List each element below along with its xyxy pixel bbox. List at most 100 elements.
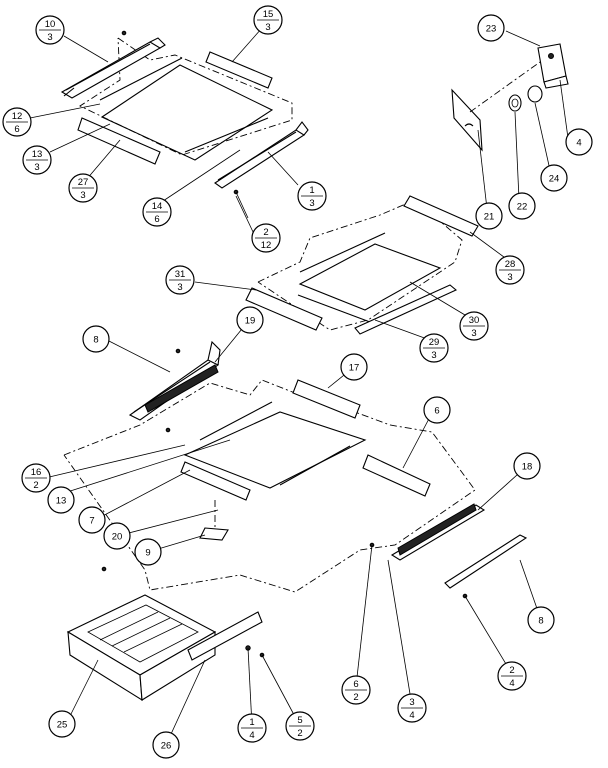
svg-text:21: 21 [484, 212, 495, 223]
callout-1-4: 14 [237, 713, 267, 743]
callout-13-3: 133 [22, 145, 52, 175]
callout-15: 153 [253, 5, 283, 35]
svg-text:17: 17 [349, 363, 360, 374]
callout-21: 21 [475, 202, 503, 230]
bracket-plate-21 [451, 88, 483, 152]
svg-text:27: 27 [78, 177, 89, 188]
svg-text:12: 12 [261, 240, 272, 251]
svg-text:31: 31 [175, 269, 186, 280]
svg-text:6: 6 [154, 214, 159, 225]
callout-2-4: 24 [497, 661, 527, 691]
middle-back-trim [403, 195, 479, 237]
svg-text:18: 18 [522, 462, 533, 473]
callout-6-2: 62 [341, 675, 371, 705]
callout-10: 103 [35, 15, 65, 45]
svg-text:2: 2 [263, 227, 268, 238]
svg-text:19: 19 [245, 316, 256, 327]
svg-text:25: 25 [57, 720, 68, 731]
svg-text:14: 14 [152, 201, 163, 212]
callout-23: 23 [477, 14, 505, 42]
callout-31: 313 [165, 265, 195, 295]
svg-text:5: 5 [297, 715, 302, 726]
callout-2-12: 212 [251, 223, 281, 253]
svg-text:8: 8 [93, 335, 98, 346]
callout-3-4: 34 [397, 693, 427, 723]
svg-text:2: 2 [509, 665, 514, 676]
svg-text:3: 3 [80, 190, 85, 201]
svg-text:4: 4 [249, 730, 254, 741]
callout-19: 19 [236, 306, 264, 334]
svg-text:15: 15 [263, 9, 274, 20]
lower-slide-rail [444, 534, 528, 589]
svg-text:3: 3 [409, 697, 414, 708]
callout-13: 13 [47, 486, 75, 514]
callout-28: 283 [495, 255, 525, 285]
svg-text:3: 3 [265, 22, 270, 33]
svg-text:29: 29 [429, 337, 440, 348]
svg-text:24: 24 [549, 174, 560, 185]
svg-text:1: 1 [309, 185, 314, 196]
svg-text:3: 3 [431, 350, 436, 361]
svg-text:8: 8 [538, 616, 543, 627]
callout-14: 146 [142, 197, 172, 227]
svg-text:7: 7 [89, 516, 94, 527]
callout-6: 6 [423, 396, 451, 424]
svg-text:20: 20 [112, 532, 123, 543]
svg-text:6: 6 [434, 406, 439, 417]
svg-text:4: 4 [409, 710, 414, 721]
callout-18: 18 [513, 452, 541, 480]
callout-8-bottom: 8 [527, 606, 555, 634]
callout-29: 293 [419, 333, 449, 363]
svg-text:28: 28 [505, 259, 516, 270]
callout-5-2: 52 [285, 711, 315, 741]
svg-text:3: 3 [47, 32, 52, 43]
leader-lines [29, 27, 569, 746]
svg-text:22: 22 [517, 202, 528, 213]
svg-text:6: 6 [353, 679, 358, 690]
callout-22: 22 [508, 192, 536, 220]
svg-text:3: 3 [507, 272, 512, 283]
top-back-trim [205, 51, 273, 89]
svg-text:1: 1 [249, 717, 254, 728]
lower-back-trim [292, 379, 361, 419]
svg-text:10: 10 [45, 19, 56, 30]
middle-shelf-assembly [245, 195, 479, 335]
svg-text:4: 4 [576, 138, 581, 149]
washer-22 [508, 94, 522, 112]
drawer-rail [187, 611, 263, 661]
svg-text:26: 26 [161, 741, 172, 752]
callout-8-top: 8 [82, 325, 110, 353]
callout-27: 273 [68, 173, 98, 203]
svg-text:3: 3 [309, 198, 314, 209]
callout-20: 20 [103, 522, 131, 550]
top-shelf-assembly [60, 30, 309, 219]
svg-text:13: 13 [56, 496, 67, 507]
bracket-23 [537, 43, 567, 83]
lower-shelf-assembly [63, 340, 528, 599]
svg-text:30: 30 [469, 315, 480, 326]
callout-12: 126 [2, 107, 32, 137]
lower-shelf-glass [183, 411, 367, 489]
svg-text:6: 6 [14, 124, 19, 135]
bracket-9 [199, 527, 229, 541]
svg-text:3: 3 [34, 162, 39, 173]
callout-17: 17 [340, 353, 368, 381]
lower-right-trim [362, 454, 431, 497]
lower-front-trim [180, 461, 251, 501]
svg-text:9: 9 [145, 548, 150, 559]
callout-30: 303 [459, 311, 489, 341]
svg-text:4: 4 [509, 678, 514, 689]
svg-text:2: 2 [353, 692, 358, 703]
callout-26: 26 [152, 731, 180, 759]
callout-25: 25 [48, 710, 76, 738]
top-left-rail [60, 41, 162, 99]
middle-rail [354, 284, 458, 335]
svg-text:3: 3 [471, 328, 476, 339]
callout-7: 7 [78, 506, 106, 534]
callout-24: 24 [540, 164, 568, 192]
callout-1: 13 [297, 181, 327, 211]
middle-shelf-glass [298, 243, 442, 311]
svg-text:3: 3 [177, 282, 182, 293]
svg-text:2: 2 [297, 728, 302, 739]
svg-text:12: 12 [12, 111, 23, 122]
